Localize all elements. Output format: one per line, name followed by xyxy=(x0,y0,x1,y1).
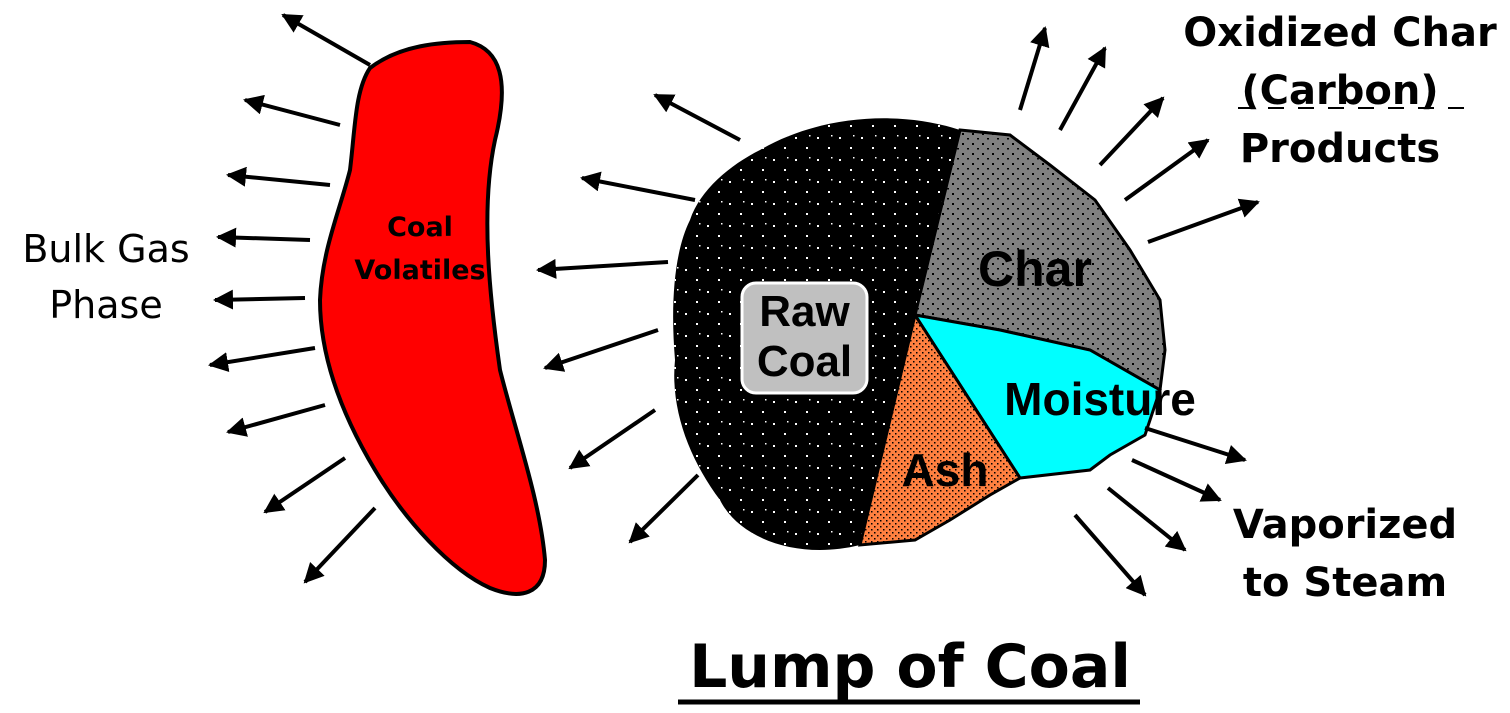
coal-volatiles-label-1: Coal xyxy=(345,212,495,243)
to-steam-label: to Steam xyxy=(1200,560,1490,606)
products-label: Products xyxy=(1200,126,1480,172)
carbon-label: (Carbon) xyxy=(1200,68,1480,114)
diagram-title: Lump of Coal xyxy=(640,632,1180,702)
volatiles-blob xyxy=(320,42,545,594)
oxidized-char-label: Oxidized Char xyxy=(1170,10,1510,56)
char-label: Char xyxy=(950,240,1120,298)
moisture-label: Moisture xyxy=(970,372,1230,426)
phase-label: Phase xyxy=(8,283,204,327)
ash-label: Ash xyxy=(880,443,1010,497)
vaporized-label: Vaporized xyxy=(1200,502,1490,548)
bulk-gas-label: Bulk Gas xyxy=(8,227,204,271)
raw-coal-label-1: Raw xyxy=(742,287,867,337)
coal-volatiles-label-2: Volatiles xyxy=(335,255,505,286)
raw-coal-label-2: Coal xyxy=(742,337,867,387)
